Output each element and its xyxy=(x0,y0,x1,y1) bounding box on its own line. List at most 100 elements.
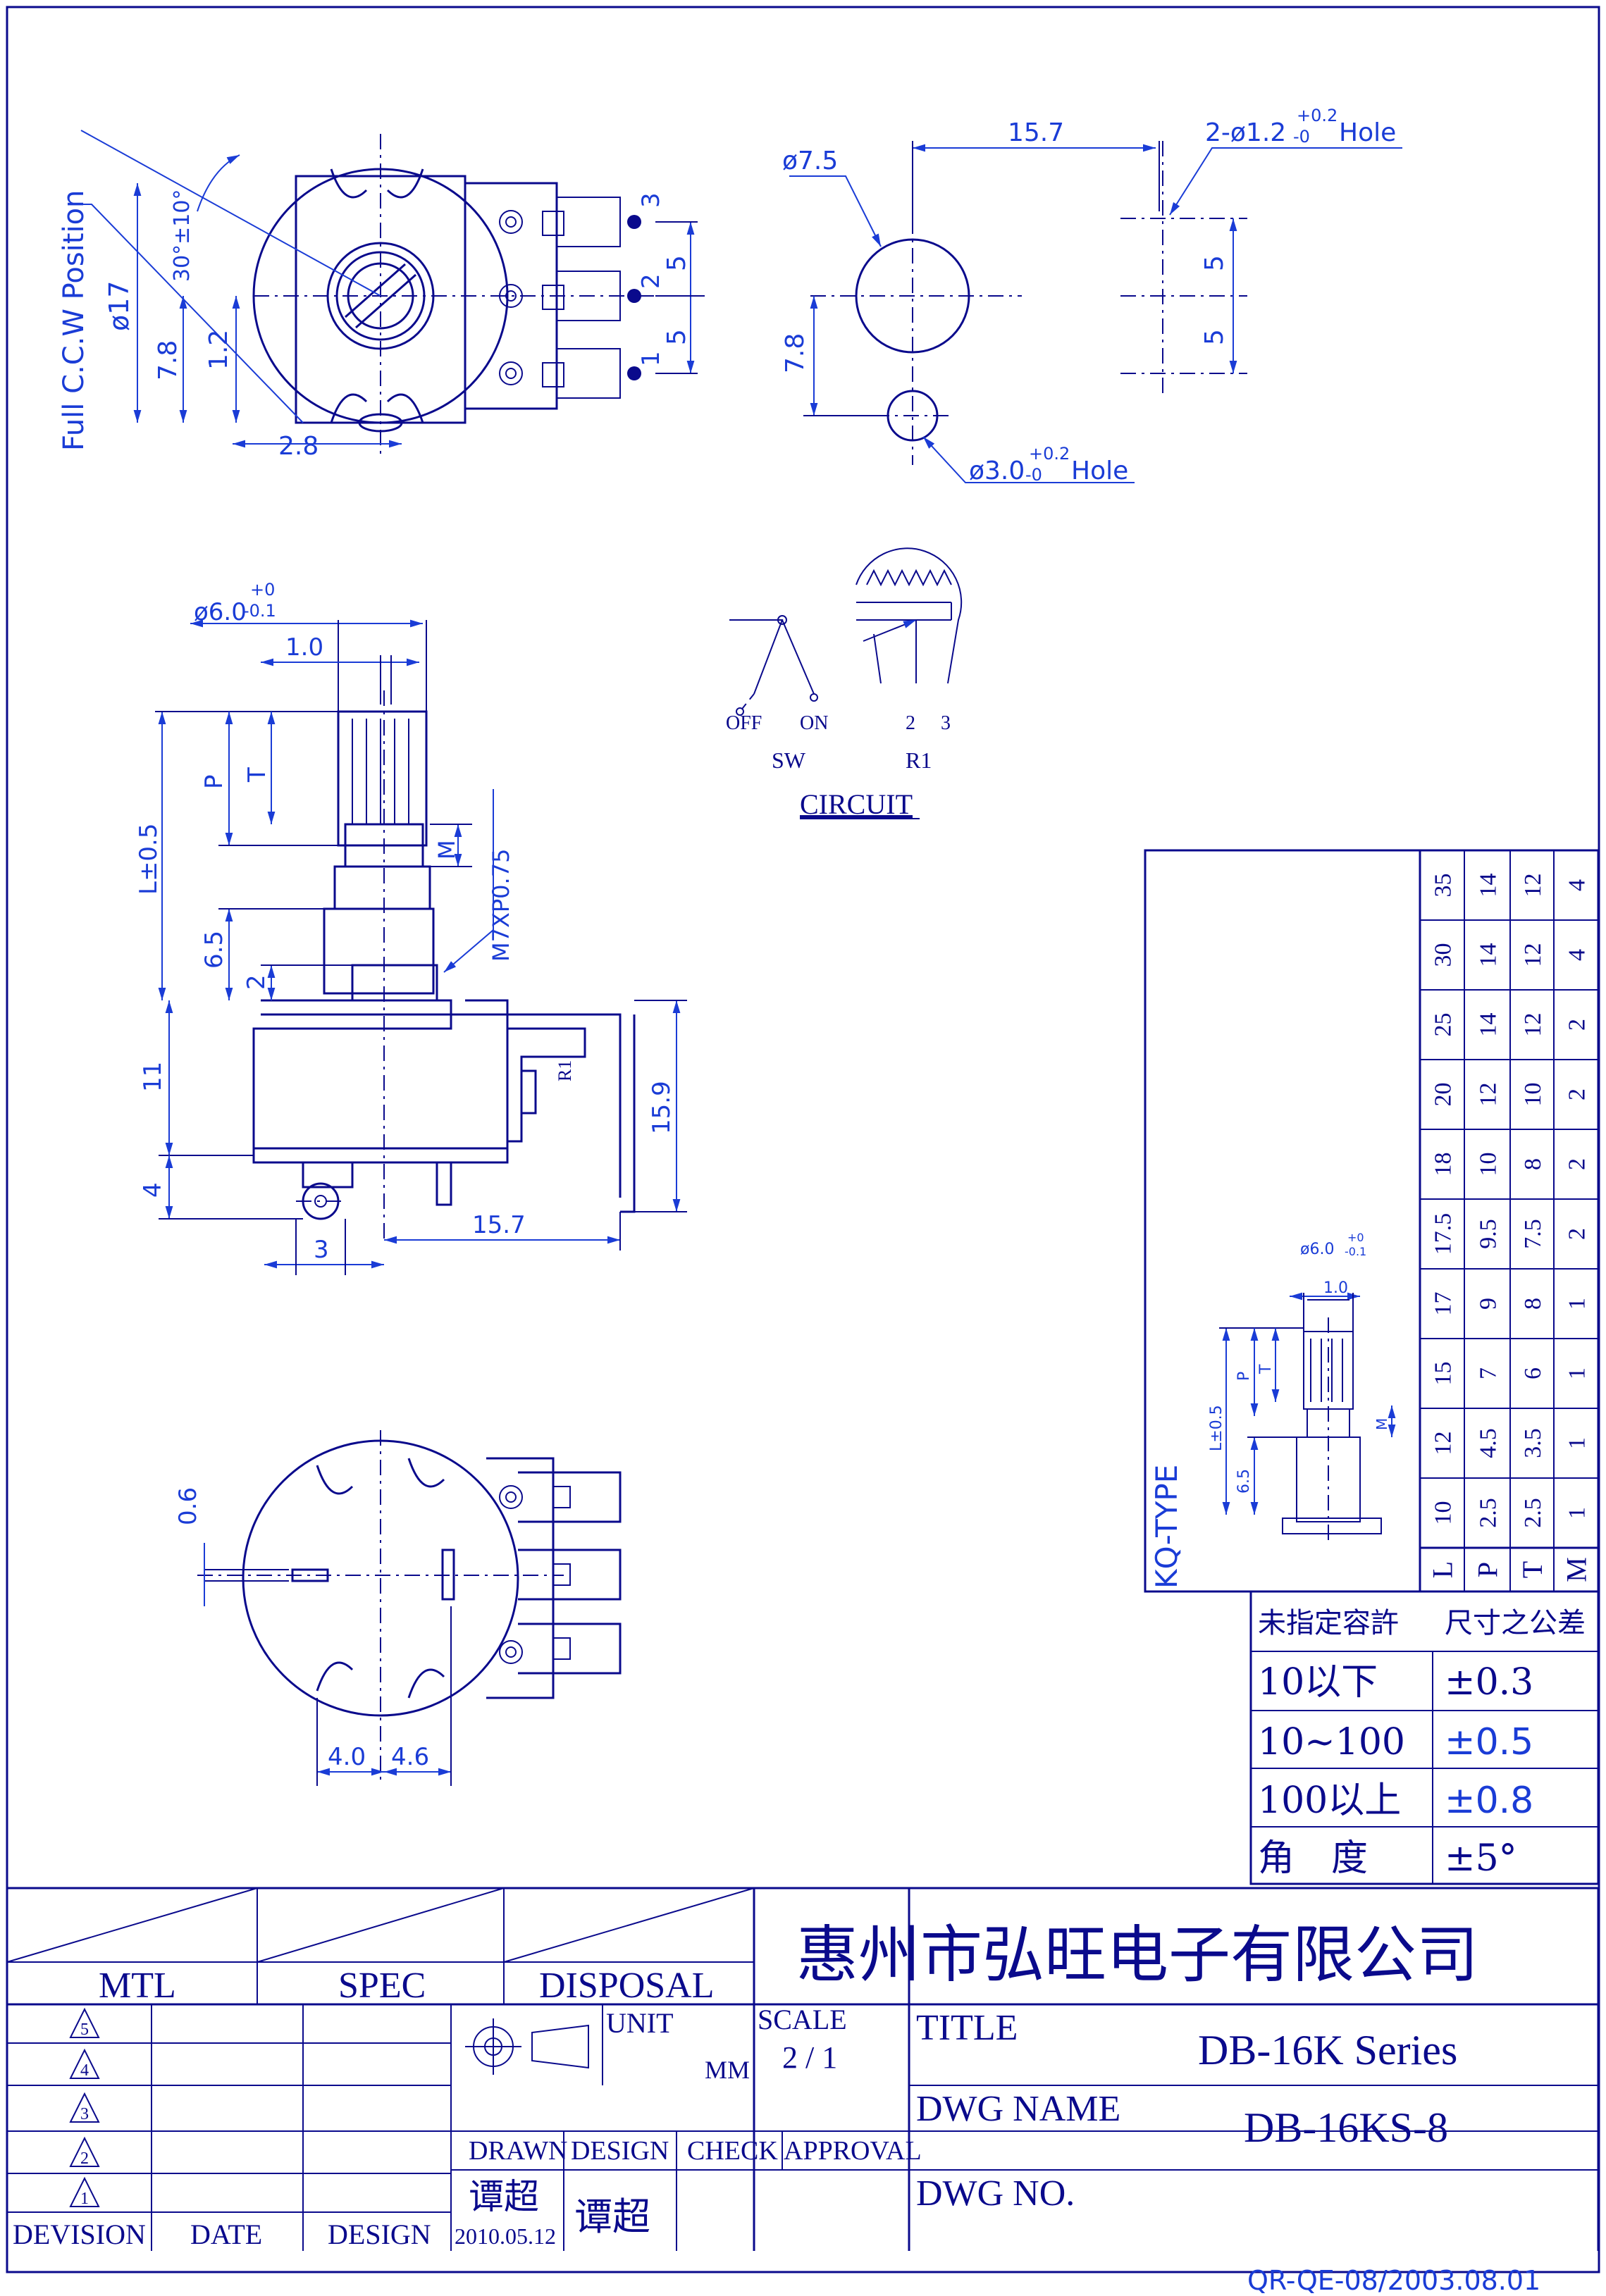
dwg-name-label: DWG NAME xyxy=(916,2089,1120,2129)
hole-a-label: 2-ø1.2 xyxy=(1205,118,1286,147)
unit-label: UNIT xyxy=(606,2007,674,2039)
drawn-date: 2010.05.12 xyxy=(455,2223,556,2249)
tolerance-table xyxy=(1249,1590,1600,1885)
kq-row-label: T xyxy=(1517,1561,1548,1578)
side-d65: 6.5 xyxy=(200,931,228,969)
kq-cell: 2 xyxy=(1564,1088,1590,1100)
bottom-view xyxy=(197,1430,622,1786)
tol-head-right: 尺寸之公差 xyxy=(1445,1607,1586,1639)
hole-d78: 7.8 xyxy=(781,333,810,373)
side-view xyxy=(155,619,687,1275)
kq-cell: 12 xyxy=(1476,1083,1502,1107)
kq-mini-d65: 6.5 xyxy=(1235,1469,1253,1494)
hole-a-word: Hole xyxy=(1339,118,1396,147)
kq-cell: 25 xyxy=(1431,1013,1457,1037)
kq-cell: 2 xyxy=(1564,1158,1590,1170)
tol-value-3: ±0.8 xyxy=(1445,1780,1533,1822)
footer-code: QR-QE-08/2003.08.01 xyxy=(1247,2265,1540,2296)
spec-label: SPEC xyxy=(338,1966,426,2006)
hole-b-tol-top: +0.2 xyxy=(1029,444,1070,464)
kq-cell: 17 xyxy=(1431,1292,1457,1316)
kq-cell: 10 xyxy=(1431,1501,1457,1525)
design-by: 谭超 xyxy=(574,2195,650,2239)
kq-row-label: L xyxy=(1427,1561,1459,1578)
kq-cell: 8 xyxy=(1520,1298,1546,1310)
kq-cell: 7 xyxy=(1476,1367,1502,1379)
hole-b-tol-bot: -0 xyxy=(1025,465,1042,485)
revision-number: 3 xyxy=(80,2105,89,2123)
hole-d5b: 5 xyxy=(1200,329,1229,345)
kq-mini-L: L±0.5 xyxy=(1208,1405,1225,1451)
d78-label: 7.8 xyxy=(154,340,183,380)
side-dia6-tol-top: +0 xyxy=(250,580,275,600)
kq-cell: 12 xyxy=(1431,1432,1457,1456)
design-col-label: DESIGN xyxy=(328,2219,431,2250)
circuit-r1: R1 xyxy=(906,747,932,773)
circuit-n2: 2 xyxy=(906,712,915,734)
kq-cell: 6 xyxy=(1520,1367,1546,1379)
kq-cell: 1 xyxy=(1564,1367,1590,1379)
tol-value-1: ±0.3 xyxy=(1445,1661,1533,1704)
approval-label: APPROVAL xyxy=(784,2136,922,2166)
kq-cell: 8 xyxy=(1520,1158,1546,1170)
revision-triangle xyxy=(69,2092,100,2123)
side-d159: 15.9 xyxy=(648,1081,676,1134)
kq-cell: 17.5 xyxy=(1431,1213,1457,1255)
title-block xyxy=(6,1887,1600,2251)
side-d11: 11 xyxy=(139,1062,167,1092)
kq-cell: 18 xyxy=(1431,1153,1457,1177)
kq-mini-T: T xyxy=(1257,1364,1275,1375)
bottom-d40: 4.0 xyxy=(328,1743,366,1771)
revision-number: 2 xyxy=(80,2149,89,2168)
kq-cell: 2.5 xyxy=(1476,1498,1502,1528)
d28-label: 2.8 xyxy=(278,432,319,461)
kq-cell: 3.5 xyxy=(1520,1428,1546,1458)
circuit-off: OFF xyxy=(726,712,762,734)
d5b-label: 5 xyxy=(662,329,691,345)
kq-cell: 9.5 xyxy=(1476,1219,1502,1249)
kq-cell: 4.5 xyxy=(1476,1428,1502,1458)
bottom-d06: 0.6 xyxy=(174,1487,202,1525)
hole-a-tol-bot: -0 xyxy=(1293,127,1310,147)
side-thread: M7XP0.75 xyxy=(488,849,514,962)
title-label: TITLE xyxy=(916,2008,1018,2048)
scale-value: 2 / 1 xyxy=(782,2040,837,2075)
kq-cell: 2 xyxy=(1564,1228,1590,1240)
revision-number: 1 xyxy=(80,2190,89,2208)
kq-cell: 10 xyxy=(1476,1153,1502,1177)
circuit-sw: SW xyxy=(772,747,806,773)
tol-head-left: 未指定容許 xyxy=(1258,1607,1399,1639)
drawn-label: DRAWN xyxy=(469,2136,568,2166)
circuit-title: CIRCUIT xyxy=(800,788,913,820)
hole-b-word: Hole xyxy=(1071,457,1128,485)
kq-mini-tol-top: +0 xyxy=(1347,1231,1364,1244)
revision-triangle xyxy=(69,2048,100,2079)
kq-cell: 12 xyxy=(1520,874,1546,898)
hole-a-tol-top: +0.2 xyxy=(1297,106,1338,125)
tol-value-2: ±0.5 xyxy=(1445,1721,1533,1763)
side-M: M xyxy=(433,840,460,860)
side-d4: 4 xyxy=(139,1182,167,1198)
design-label: DESIGN xyxy=(571,2136,669,2166)
ccw-label: Full C.C.W Position xyxy=(58,190,90,451)
kq-cell: 4 xyxy=(1564,949,1590,961)
circuit-n3: 3 xyxy=(941,712,951,734)
circuit-diagram xyxy=(729,547,963,716)
tol-value-4: ±5° xyxy=(1445,1837,1517,1880)
hole-d157: 15.7 xyxy=(1008,118,1064,147)
kq-mini-P: P xyxy=(1235,1372,1253,1381)
side-dia6: ø6.0 xyxy=(194,598,247,626)
kq-cell: 12 xyxy=(1520,943,1546,967)
kq-cell: 14 xyxy=(1476,874,1502,898)
kq-cell: 30 xyxy=(1431,943,1457,967)
check-label: CHECK xyxy=(687,2136,778,2166)
kq-cell: 1 xyxy=(1564,1507,1590,1519)
kq-type-label: KQ-TYPE xyxy=(1149,1465,1184,1589)
kq-cell: 12 xyxy=(1520,1013,1546,1037)
side-d3: 3 xyxy=(314,1236,329,1264)
side-r1: R1 xyxy=(555,1060,575,1081)
unit-mm: MM xyxy=(705,2056,750,2084)
kq-cell: 2 xyxy=(1564,1019,1590,1031)
